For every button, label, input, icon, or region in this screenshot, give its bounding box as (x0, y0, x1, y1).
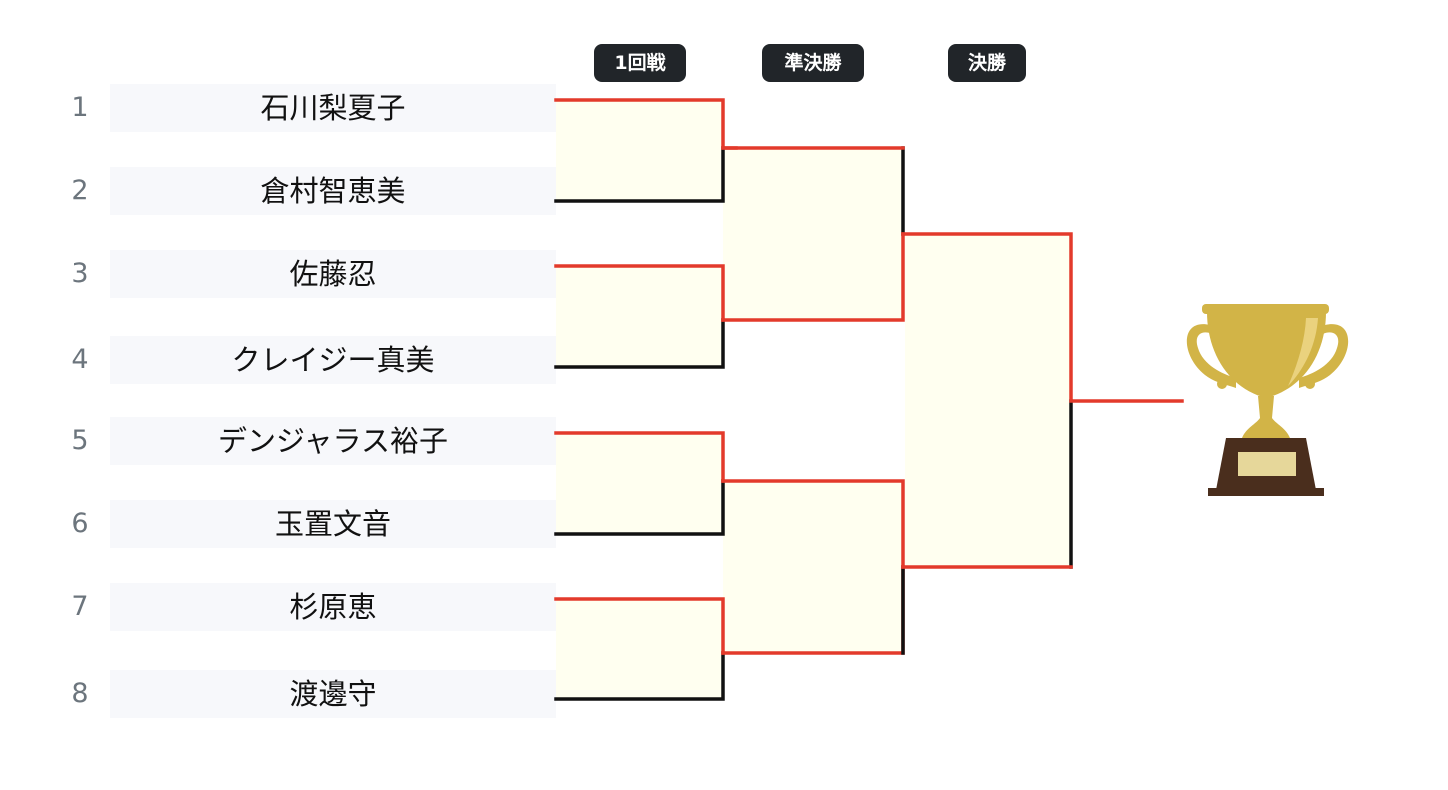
match-box-sf-2 (723, 481, 903, 653)
match-box-r1-4 (556, 599, 723, 699)
seed-number: 2 (71, 175, 89, 206)
winner-line-sf-2 (721, 479, 905, 569)
match-box-final (905, 234, 1071, 567)
round-1-badge: 1回戦 (594, 44, 686, 82)
winner-line-sf-1 (721, 146, 905, 322)
semifinal-badge: 準決勝 (762, 44, 864, 82)
player-name: デンジャラス裕子 (110, 417, 556, 465)
player-name: 倉村智恵美 (110, 167, 556, 215)
seed-number: 5 (71, 425, 89, 456)
loser-line-r1-m1 (554, 146, 725, 203)
loser-line-r1-m2 (554, 318, 725, 369)
player-name: 玉置文音 (110, 500, 556, 548)
match-box-sf-1 (723, 148, 903, 320)
winner-line-r1-m2 (554, 264, 725, 322)
player-name: 石川梨夏子 (110, 84, 556, 132)
winner-line-r1-m3 (554, 431, 725, 483)
player-name: 佐藤忍 (110, 250, 556, 298)
final-badge: 決勝 (948, 44, 1026, 82)
match-box-r1-2 (556, 266, 723, 367)
winner-line-final (901, 232, 1184, 403)
match-box-r1-3 (556, 433, 723, 534)
loser-line-r1-m3 (554, 479, 725, 536)
player-name: クレイジー真美 (110, 336, 556, 384)
player-name: 杉原恵 (110, 583, 556, 631)
loser-line-r1-m4 (554, 651, 725, 701)
seed-number: 4 (71, 344, 89, 375)
player-name: 渡邊守 (110, 670, 556, 718)
seed-number: 3 (71, 258, 89, 289)
match-box-r1-1 (556, 100, 723, 201)
seed-number: 7 (71, 591, 89, 622)
trophy-icon (1186, 304, 1349, 496)
seed-number: 8 (71, 678, 89, 709)
winner-line-r1-m4 (554, 597, 725, 655)
seed-number: 1 (71, 92, 89, 123)
seed-number: 6 (71, 508, 89, 539)
